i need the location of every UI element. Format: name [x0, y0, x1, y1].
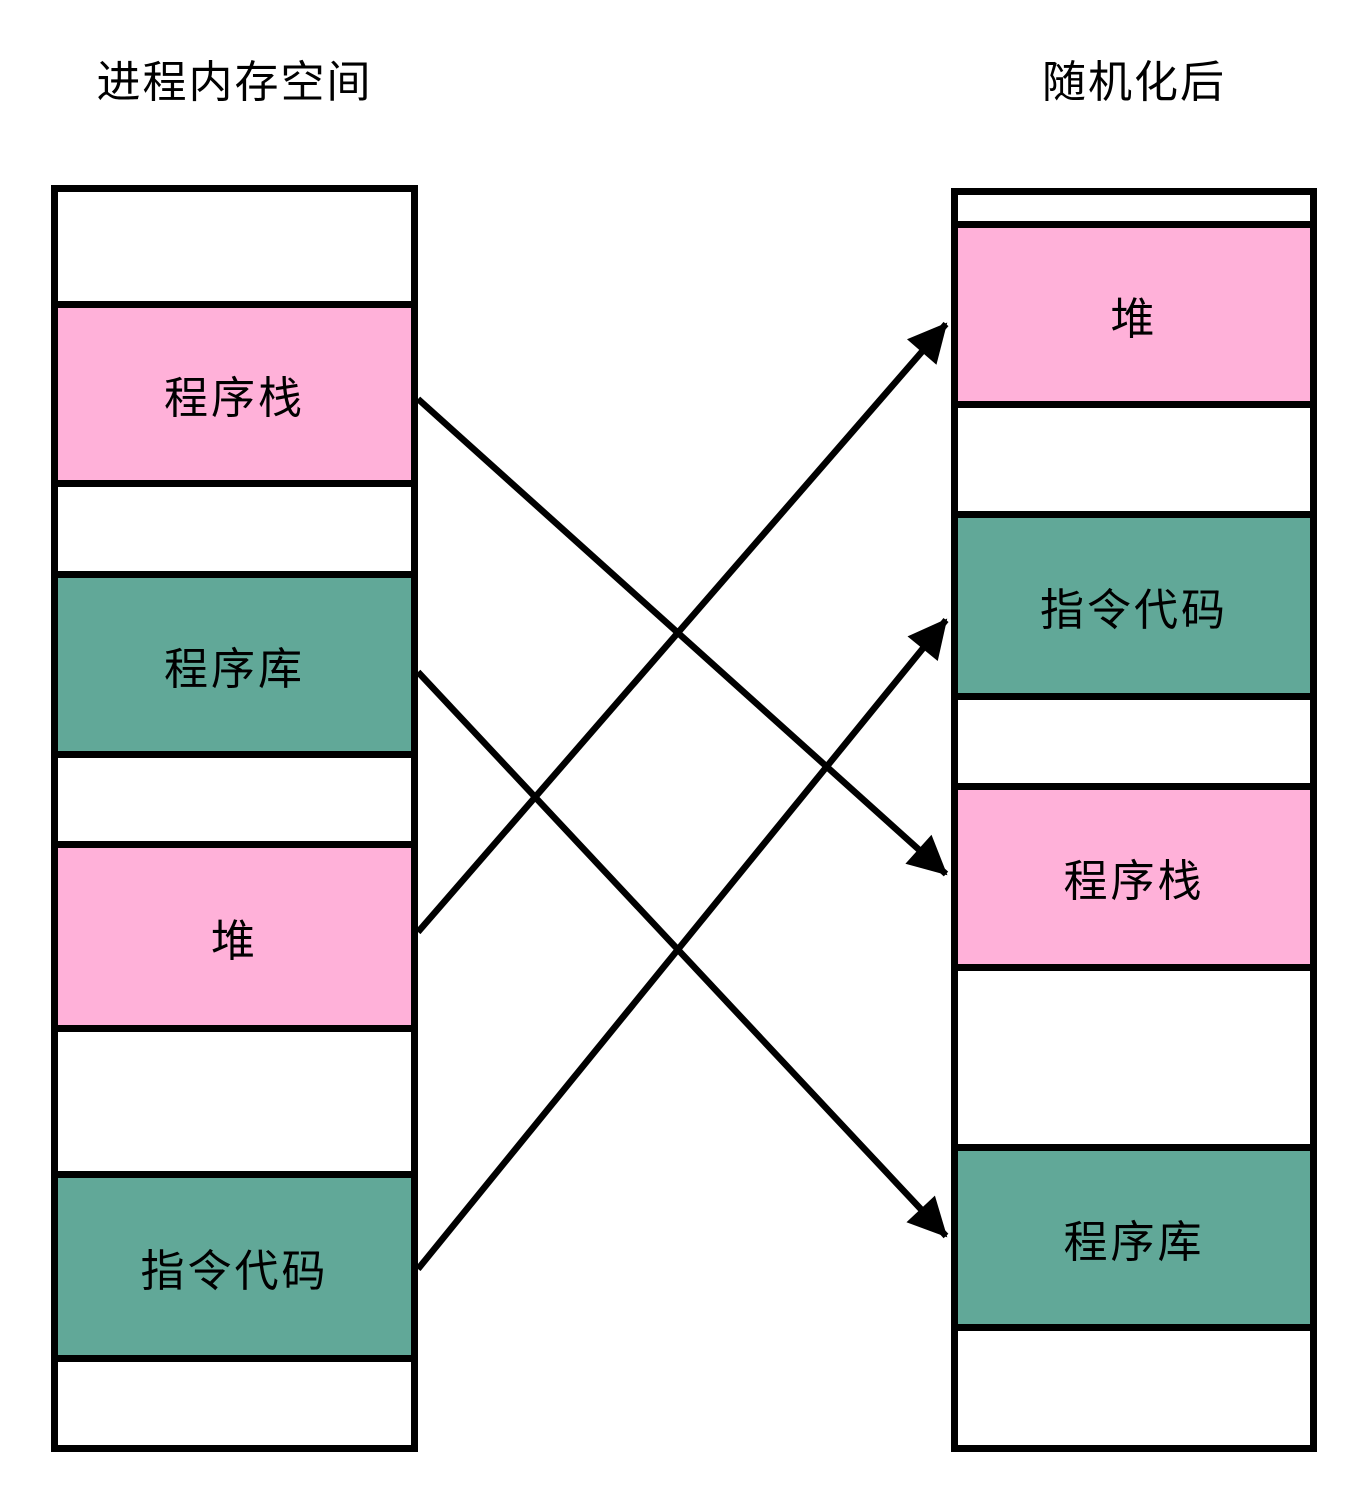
segment-empty	[958, 1331, 1310, 1445]
arrow-heap-mapping	[415, 321, 949, 935]
segment-stack-label: 程序栈	[164, 374, 305, 423]
segment-empty	[58, 192, 411, 308]
segment-code-label: 指令代码	[1040, 585, 1228, 635]
segment-code: 指令代码	[58, 1178, 411, 1362]
segment-empty	[958, 700, 1310, 790]
arrow-library-mapping	[415, 669, 949, 1239]
segment-empty	[58, 1362, 411, 1445]
segment-empty	[58, 758, 411, 848]
segment-heap-label: 堆	[1110, 294, 1158, 344]
segment-heap-label: 堆	[211, 916, 258, 966]
randomized-memory-column: 堆 指令代码 程序栈 程序库	[951, 188, 1317, 1452]
segment-stack: 程序栈	[58, 308, 411, 487]
segment-empty	[58, 487, 411, 578]
segment-library-randomized: 程序库	[958, 1151, 1310, 1331]
segment-empty	[958, 195, 1310, 228]
segment-code-label: 指令代码	[140, 1246, 329, 1296]
right-column-title: 随机化后	[1042, 58, 1226, 107]
left-column-title: 进程内存空间	[96, 58, 373, 107]
segment-library-label: 程序库	[1063, 1217, 1205, 1267]
segment-heap-randomized: 堆	[958, 228, 1310, 408]
arrow-stack-mapping	[415, 396, 949, 877]
segment-empty	[958, 971, 1310, 1151]
segment-empty	[958, 408, 1310, 518]
segment-library-label: 程序库	[164, 644, 305, 694]
segment-empty	[58, 1032, 411, 1178]
segment-stack-randomized: 程序栈	[958, 790, 1310, 971]
segment-code-randomized: 指令代码	[958, 518, 1310, 700]
segment-heap: 堆	[58, 848, 411, 1032]
arrow-code-mapping	[415, 617, 949, 1272]
segment-library: 程序库	[58, 578, 411, 758]
segment-stack-label: 程序栈	[1063, 857, 1205, 906]
process-memory-column: 程序栈 程序库 堆 指令代码	[51, 185, 418, 1452]
